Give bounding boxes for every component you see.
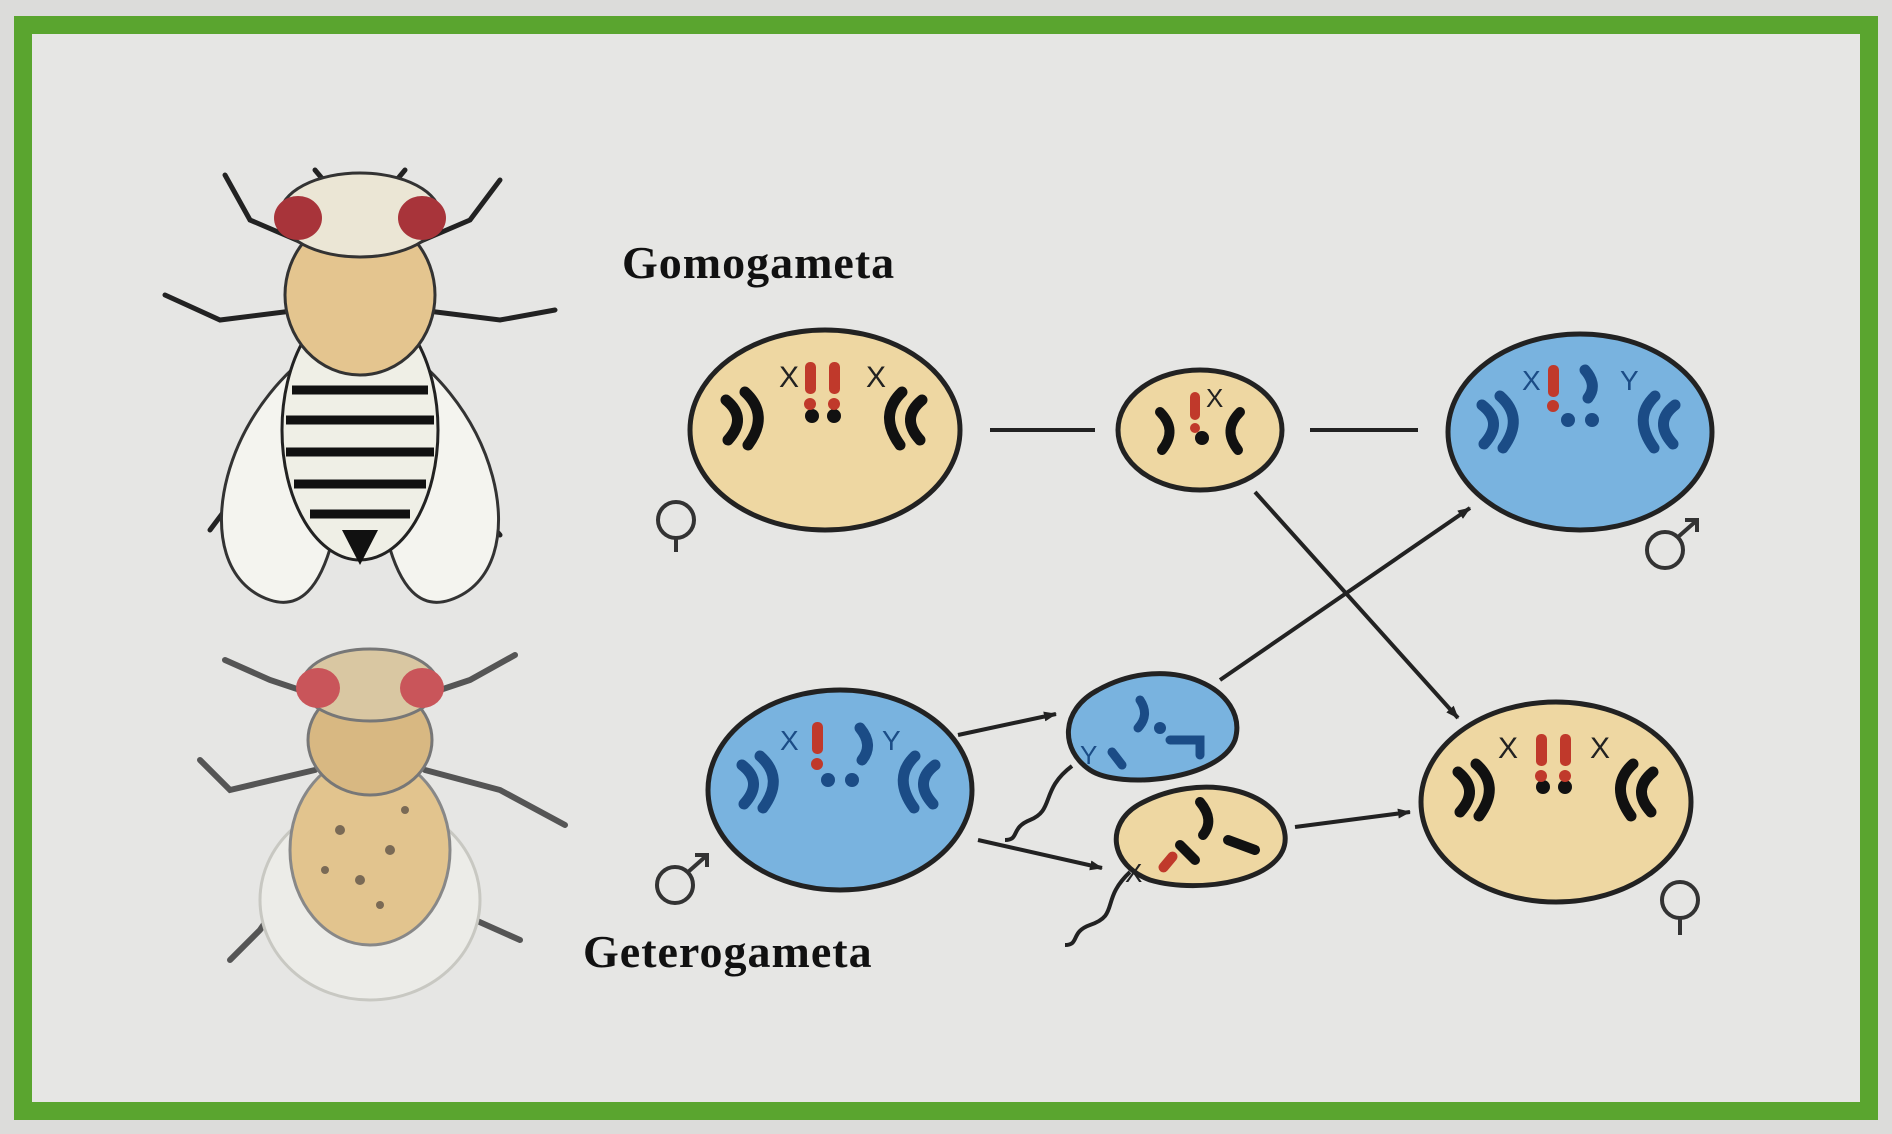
- male-offspring-cell: [1448, 334, 1712, 530]
- fruit-fly-female-icon: [165, 170, 555, 602]
- chromosome-y-label: Y: [882, 725, 901, 756]
- female-gamete-cell: [1118, 370, 1282, 490]
- heterogamety-label: Geterogameta: [583, 925, 873, 978]
- chromosome-y-label: Y: [1080, 740, 1097, 770]
- chromosome-x-label: X: [866, 361, 886, 394]
- chromosome-x-label: X: [1498, 732, 1518, 765]
- fruit-fly-male-icon: [200, 649, 565, 1000]
- chromosome-x-label: X: [1206, 383, 1223, 413]
- chromosome-x-label: X: [1522, 365, 1541, 396]
- female-symbol-icon: [1662, 882, 1698, 935]
- homogamety-label: Gomogameta: [622, 236, 895, 289]
- female-offspring-cell: [1421, 702, 1691, 902]
- chromosome-x-label: X: [780, 725, 799, 756]
- male-symbol-icon: [657, 855, 707, 903]
- chromosome-y-label: Y: [1620, 365, 1639, 396]
- female-symbol-icon: [658, 502, 694, 552]
- chromosome-x-label: X: [1590, 732, 1610, 765]
- male-symbol-icon: [1647, 520, 1697, 568]
- chromosome-x-label: X: [779, 361, 799, 394]
- chromosome-x-label: X: [1125, 858, 1142, 888]
- male-parent-cell: [708, 690, 972, 890]
- female-parent-cell: [690, 330, 960, 530]
